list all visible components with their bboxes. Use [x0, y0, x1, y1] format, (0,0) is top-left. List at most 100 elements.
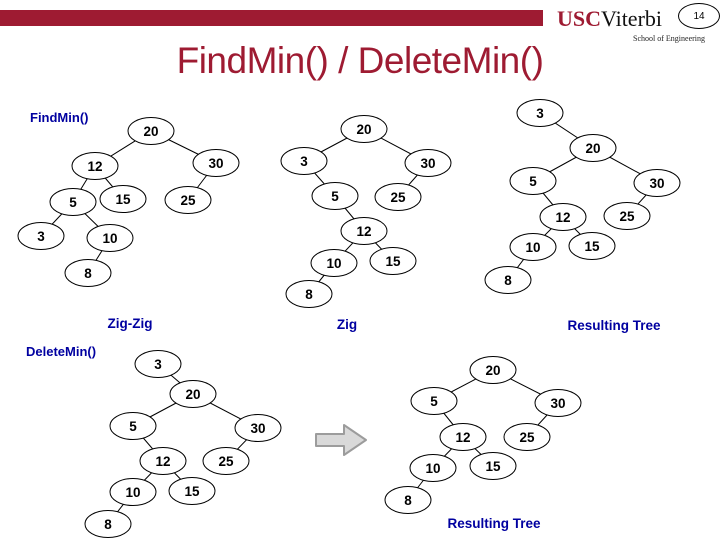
tree-node: [234, 414, 282, 442]
tree-node-value: 30: [550, 396, 565, 411]
tree-node-value: 12: [356, 224, 371, 239]
tree-node: [17, 222, 65, 250]
tree-node-value: 12: [555, 210, 570, 225]
tree-node-value: 3: [300, 154, 308, 169]
findmin-section-label: FindMin(): [30, 110, 89, 125]
tree-node: [484, 266, 532, 294]
tree-node: [469, 356, 517, 384]
tree-node-value: 8: [104, 517, 112, 532]
header-bar: [0, 10, 543, 26]
tree-node-value: 20: [585, 141, 600, 156]
tree-node-value: 5: [69, 195, 77, 210]
tree-node: [109, 412, 157, 440]
tree-node: [86, 224, 134, 252]
tree-node: [127, 117, 175, 145]
tree-node-value: 25: [519, 430, 535, 445]
transform-arrow-icon: [315, 424, 367, 456]
tree-node: [410, 387, 458, 415]
tree-caption-zig: Zig: [336, 317, 358, 332]
tree-node-value: 12: [455, 430, 470, 445]
tree-node-value: 20: [143, 124, 158, 139]
tree-node-value: 10: [125, 485, 140, 500]
tree-node-value: 8: [404, 493, 412, 508]
tree-node-value: 10: [425, 461, 440, 476]
tree-node-value: 8: [504, 273, 512, 288]
tree-node-value: 3: [37, 229, 45, 244]
tree-node: [192, 149, 240, 177]
tree-node-value: 30: [649, 176, 664, 191]
tree-node-value: 30: [208, 156, 223, 171]
tree-node: [311, 182, 359, 210]
page-number-badge: 14: [678, 3, 720, 29]
tree-node: [369, 247, 417, 275]
deletemin-section-label: DeleteMin(): [26, 344, 97, 359]
tree-node-value: 12: [155, 454, 170, 469]
tree-node: [340, 115, 388, 143]
tree-node: [99, 185, 147, 213]
tree-node-value: 25: [390, 190, 406, 205]
page-number: 14: [693, 10, 705, 22]
tree-node-value: 10: [525, 240, 540, 255]
tree-node-value: 30: [420, 156, 435, 171]
tree-node-value: 15: [584, 239, 600, 254]
tree-node-value: 20: [485, 363, 500, 378]
logo-school-text: School of Engineering: [633, 34, 705, 43]
tree-node-value: 5: [430, 394, 438, 409]
tree-deletemin-result: 20 5 30 12 25 10 15 8: [384, 356, 582, 514]
tree-node: [168, 477, 216, 505]
tree-node-value: 3: [154, 357, 162, 372]
tree-caption-zig-zig: Zig-Zig: [107, 316, 153, 331]
tree-node: [516, 99, 564, 127]
tree-node-value: 20: [356, 122, 371, 137]
tree-node-value: 15: [385, 254, 401, 269]
tree-node: [633, 169, 681, 197]
tree-node: [439, 423, 487, 451]
tree-node-value: 10: [102, 231, 117, 246]
tree-node: [568, 232, 616, 260]
tree-node: [109, 478, 157, 506]
tree-node: [374, 183, 422, 211]
tree-node: [534, 389, 582, 417]
tree-node: [84, 510, 132, 538]
tree-node: [49, 188, 97, 216]
tree-node: [64, 259, 112, 287]
tree-node: [134, 350, 182, 378]
tree-node: [71, 152, 119, 180]
tree-node: [202, 447, 250, 475]
tree-node-value: 15: [115, 192, 131, 207]
tree-node-value: 25: [218, 454, 234, 469]
tree-node: [404, 149, 452, 177]
tree-node: [503, 423, 551, 451]
slide-title: FindMin() / DeleteMin(): [176, 40, 544, 81]
tree-findmin-start: 20 12 30 5 15 25 3 10 8: [17, 117, 240, 287]
usc-viterbi-logo: USCViterbi: [557, 7, 662, 31]
tree-node-value: 5: [529, 174, 537, 189]
tree-node: [139, 447, 187, 475]
tree-node-value: 15: [485, 459, 501, 474]
tree-node-value: 12: [87, 159, 102, 174]
tree-caption-resulting-bottom: Resulting Tree: [447, 516, 541, 531]
tree-node: [509, 233, 557, 261]
tree-node: [603, 202, 651, 230]
tree-node: [164, 186, 212, 214]
tree-node: [539, 203, 587, 231]
tree-node-value: 25: [180, 193, 196, 208]
tree-node: [569, 134, 617, 162]
tree-node-value: 10: [326, 256, 341, 271]
tree-node: [469, 452, 517, 480]
tree-node: [409, 454, 457, 482]
tree-node-value: 8: [84, 266, 92, 281]
tree-node: [340, 217, 388, 245]
tree-node-value: 5: [129, 419, 137, 434]
logo-usc-text: USC: [557, 6, 602, 31]
tree-node: [509, 167, 557, 195]
tree-node-value: 15: [184, 484, 200, 499]
tree-caption-resulting-top: Resulting Tree: [567, 318, 661, 333]
tree-node-value: 25: [619, 209, 635, 224]
tree-node: [285, 280, 333, 308]
tree-node-value: 5: [331, 189, 339, 204]
